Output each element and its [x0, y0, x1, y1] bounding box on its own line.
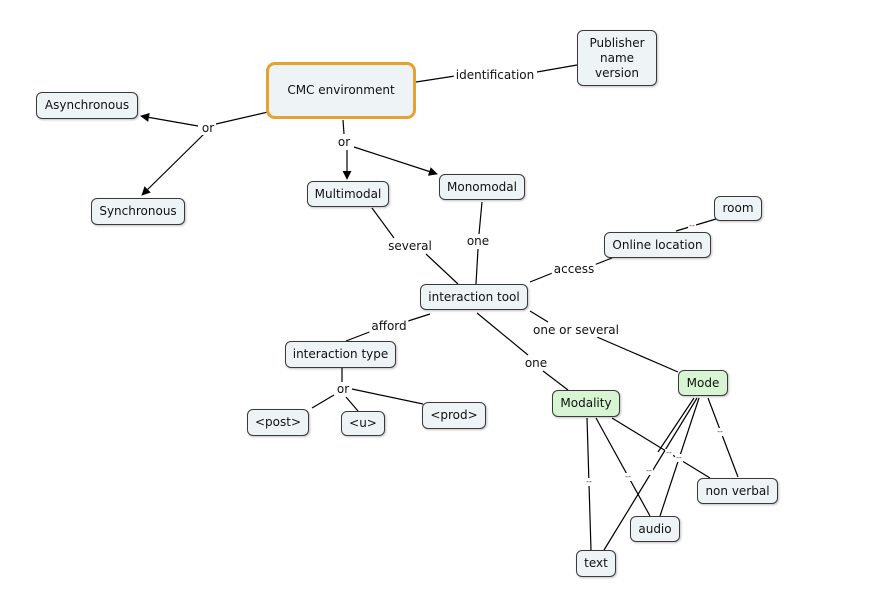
edge-oneorseveral-mode [596, 336, 679, 373]
edge-tool-oneorseveral [529, 310, 549, 323]
node-synchronous[interactable]: Synchronous [91, 198, 185, 225]
edge-access-location [593, 257, 613, 266]
node-room[interactable]: room [714, 196, 762, 221]
edge-monomodal-one [478, 201, 483, 235]
edge-label-dash-4: -- [665, 448, 673, 457]
node-mode[interactable]: Mode [678, 370, 728, 396]
edge-label-dash-1: -- [585, 477, 593, 486]
node-monomodal[interactable]: Monomodal [439, 174, 525, 200]
node-publisher[interactable]: Publisher name version [577, 30, 657, 86]
edge-or-post [311, 394, 335, 409]
edge-label-one-or-several: one or several [531, 323, 621, 337]
edge-cmc-or-modal [342, 119, 345, 135]
edge-or-synchronous [141, 133, 205, 196]
node-text[interactable]: text [576, 550, 616, 577]
node-post[interactable]: <post> [247, 409, 309, 436]
edge-or-prod [351, 388, 424, 405]
node-prod[interactable]: <prod> [422, 402, 486, 429]
edge-modality-audio [595, 417, 651, 517]
edge-label-or-modal: or [335, 135, 353, 149]
edge-or-u [345, 396, 359, 412]
node-interaction-type[interactable]: interaction type [285, 341, 396, 368]
edge-multimodal-several [371, 207, 395, 239]
edge-label-or-sync: or [199, 121, 217, 135]
edge-label-identification: identification [453, 68, 537, 82]
node-u[interactable]: <u> [341, 411, 385, 436]
edge-one-tool [475, 248, 479, 285]
edge-label-afford: afford [369, 319, 409, 333]
edge-label-dash-2: -- [624, 472, 632, 481]
edge-cmc-identification [415, 75, 456, 83]
node-online-location[interactable]: Online location [604, 232, 711, 258]
edge-tool-onemodality [476, 312, 529, 356]
edge-tool-access [529, 271, 556, 283]
edge-label-dash-room: -- [688, 221, 696, 230]
edge-label-one-modality: one [522, 356, 550, 370]
node-asynchronous[interactable]: Asynchronous [36, 92, 138, 119]
node-non-verbal[interactable]: non verbal [697, 478, 778, 504]
edge-label-dash-6: -- [716, 427, 724, 436]
node-audio[interactable]: audio [630, 516, 680, 542]
edge-label-dash-5: -- [675, 453, 683, 462]
edge-onemodality-modality [542, 370, 569, 391]
edge-tool-afford [404, 313, 431, 323]
edge-label-one-mono: one [464, 234, 492, 248]
edge-location-room [675, 218, 717, 232]
node-modality[interactable]: Modality [552, 390, 620, 417]
edge-label-access: access [551, 262, 597, 276]
edge-afford-type [345, 330, 373, 342]
edge-several-tool [425, 253, 459, 285]
edge-label-several: several [386, 239, 434, 253]
node-interaction-tool[interactable]: interaction tool [420, 284, 528, 310]
edge-or-asynchronous [140, 112, 199, 127]
edge-label-dash-3: -- [645, 466, 653, 475]
edge-cmc-or [215, 111, 269, 125]
edge-mode-nonverbal [707, 397, 739, 478]
edge-label-or-type: or [334, 382, 352, 396]
edge-identification-publisher [536, 64, 578, 73]
node-multimodal[interactable]: Multimodal [307, 181, 389, 207]
edge-mode-left [657, 397, 695, 453]
edge-or-monomodal [353, 146, 438, 176]
node-cmc-environment[interactable]: CMC environment [266, 62, 416, 119]
